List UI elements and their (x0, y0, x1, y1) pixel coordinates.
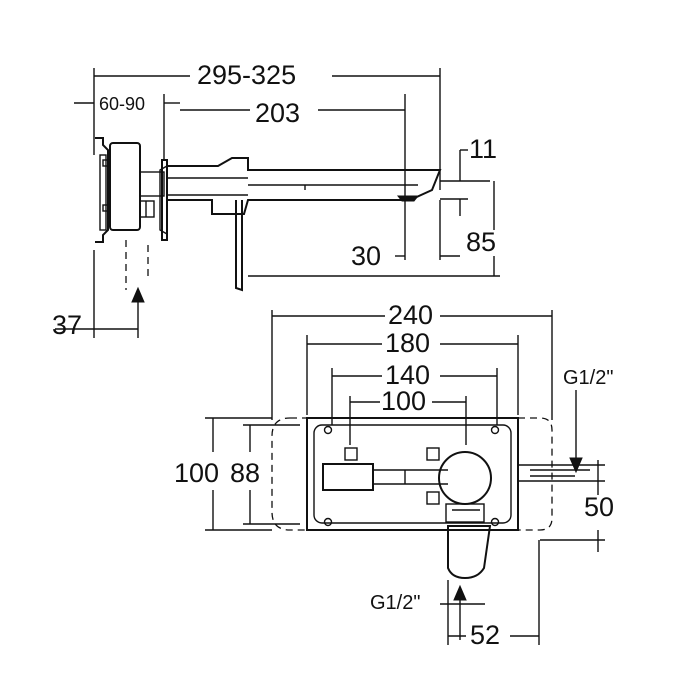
valve-body (322, 463, 448, 491)
outlet-pipes (518, 460, 605, 486)
dim-plate-height: 100 (174, 417, 272, 531)
screw-top-left (323, 425, 333, 435)
plate-height-label: 100 (174, 458, 219, 488)
screw-inner-2 (426, 447, 440, 461)
dim-spout-thickness: 11 (440, 134, 497, 216)
handle-lever (235, 200, 243, 292)
spout-thickness-label: 11 (469, 134, 497, 164)
handle-width-label: 52 (470, 620, 500, 650)
dim-spout-length: 203 (180, 94, 406, 260)
dim-plate-width: 240 (271, 300, 553, 420)
dim-fixing-width: 140 (331, 360, 498, 425)
dim-box-height: 88 (230, 424, 300, 525)
cover-plate-outline (271, 417, 553, 531)
handle-front (438, 451, 492, 580)
fixing-width-label: 140 (385, 360, 430, 390)
inlet-thread-label: G1/2" (370, 592, 420, 614)
dim-handle-width: 52 (447, 540, 540, 650)
wall-bracket (95, 137, 165, 243)
spout-body (167, 157, 442, 215)
dim-inlet-offset: 37 (52, 240, 149, 340)
plate-width-label: 240 (388, 300, 433, 330)
dim-inlet-width: 100 (349, 386, 467, 445)
spout-drop-label: 30 (351, 241, 381, 271)
box-width-label: 180 (385, 328, 430, 358)
overall-length-label: 295-325 (197, 60, 296, 90)
screw-bottom-left (323, 517, 333, 527)
inlet-offset-label: 37 (52, 310, 82, 340)
outlet-thread-callout: G1/2" (563, 367, 613, 474)
spout-height-label: 85 (466, 227, 496, 257)
spout-length-label: 203 (255, 98, 300, 128)
fixing-screws (323, 425, 500, 527)
dim-box-width: 180 (306, 328, 519, 415)
front-view: 240 180 140 100 (174, 300, 614, 650)
dim-wall-depth: 60-90 (74, 94, 180, 160)
inlet-width-label: 100 (381, 386, 426, 416)
dim-overall-length: 295-325 (93, 60, 441, 190)
dim-outlet-spacing: 50 (540, 486, 614, 552)
dim-spout-height: 85 (248, 181, 500, 277)
screw-inner-3 (426, 491, 440, 505)
outlet-thread-label: G1/2" (563, 367, 613, 389)
screw-inner-1 (344, 447, 358, 461)
side-view: 295-325 60-90 203 (52, 60, 500, 340)
screw-top-right (490, 425, 500, 435)
box-height-label: 88 (230, 458, 260, 488)
outlet-spacing-label: 50 (584, 492, 614, 522)
dim-spout-drop: 30 (351, 200, 460, 271)
screw-bottom-right (490, 517, 500, 527)
wall-depth-label: 60-90 (99, 94, 145, 114)
inlet-thread-callout: G1/2" (370, 584, 485, 640)
